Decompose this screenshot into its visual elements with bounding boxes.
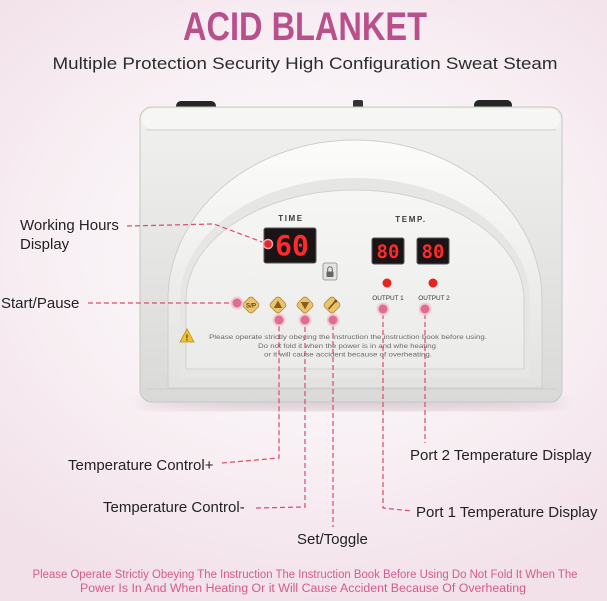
marker-temperature-down — [298, 313, 312, 327]
output-1-label: OUTPUT 1 — [372, 295, 404, 302]
callout-lines — [88, 223, 426, 527]
temperature-down-button — [296, 296, 314, 314]
marker-port-2 — [418, 302, 432, 316]
callout-start-pause: Start/Pause — [1, 295, 79, 312]
callout-temperature-down: Temperature Control- — [103, 499, 245, 516]
temperature-up-button — [269, 296, 287, 314]
panel-warning-line-3: or it will cause accident because of ove… — [264, 352, 432, 359]
start-pause-button: S/P — [242, 296, 260, 314]
time-label: TIME — [278, 214, 304, 223]
marker-port-1 — [376, 302, 390, 316]
callout-labels: Working Hours Display Start/Pause Temper… — [1, 217, 598, 548]
svg-text:!: ! — [186, 334, 189, 343]
set-toggle-icon — [328, 299, 337, 310]
output-2-label: OUTPUT 2 — [418, 295, 450, 302]
marker-set-toggle — [326, 313, 340, 327]
callout-set-toggle: Set/Toggle — [297, 531, 368, 548]
warning-icon: ! — [179, 328, 195, 343]
set-toggle-button — [323, 296, 341, 314]
page-subtitle: Multiple Protection Security High Config… — [53, 54, 558, 73]
output-2-display — [416, 237, 450, 265]
callout-line-temperature-up — [221, 325, 280, 464]
device-top-rim — [142, 109, 560, 129]
callout-temperature-up: Temperature Control+ — [68, 457, 214, 474]
page-title: ACID BLANKET — [183, 5, 427, 49]
temp-label: TEMP. — [395, 215, 426, 224]
footer-warning-line-2: Power Is In And When Heating Or it Will … — [80, 583, 526, 595]
callout-working-hours-line-2: Display — [20, 236, 70, 253]
output-2-display-value: 80 — [422, 241, 445, 263]
time-display-value: 60 — [275, 229, 309, 262]
callout-line-port-1 — [382, 314, 413, 512]
marker-working-hours — [262, 238, 274, 250]
callout-port-2: Port 2 Temperature Display — [410, 447, 592, 464]
output-1-display-value: 80 — [377, 241, 400, 263]
footer-warning-line-1: Please Operate Strictiy Obeying The Inst… — [33, 569, 578, 581]
panel-warning-line-2: Do not fold it when the power is in and … — [258, 343, 436, 350]
callout-working-hours-line-1: Working Hours — [20, 217, 119, 234]
lock-icon — [322, 262, 338, 281]
panel-warning-line-1: Please operate strictly obeying the inst… — [209, 334, 487, 341]
callout-line-temperature-down — [255, 325, 306, 509]
output-1-display — [371, 237, 405, 265]
triangle-up-icon — [273, 300, 283, 308]
marker-temperature-up — [272, 313, 286, 327]
control-unit: TIME 60 TEMP. 80 80 OUTPUT 1 OUTPUT 2 S/… — [137, 100, 567, 410]
output-1-indicator-led — [382, 278, 392, 288]
output-2-indicator-led — [428, 278, 438, 288]
callout-markers — [230, 238, 432, 327]
triangle-down-icon — [300, 302, 310, 310]
start-pause-button-label: S/P — [246, 302, 256, 309]
marker-start-pause — [230, 296, 244, 310]
callout-port-1: Port 1 Temperature Display — [416, 504, 598, 521]
callout-line-working-hours — [126, 223, 263, 243]
